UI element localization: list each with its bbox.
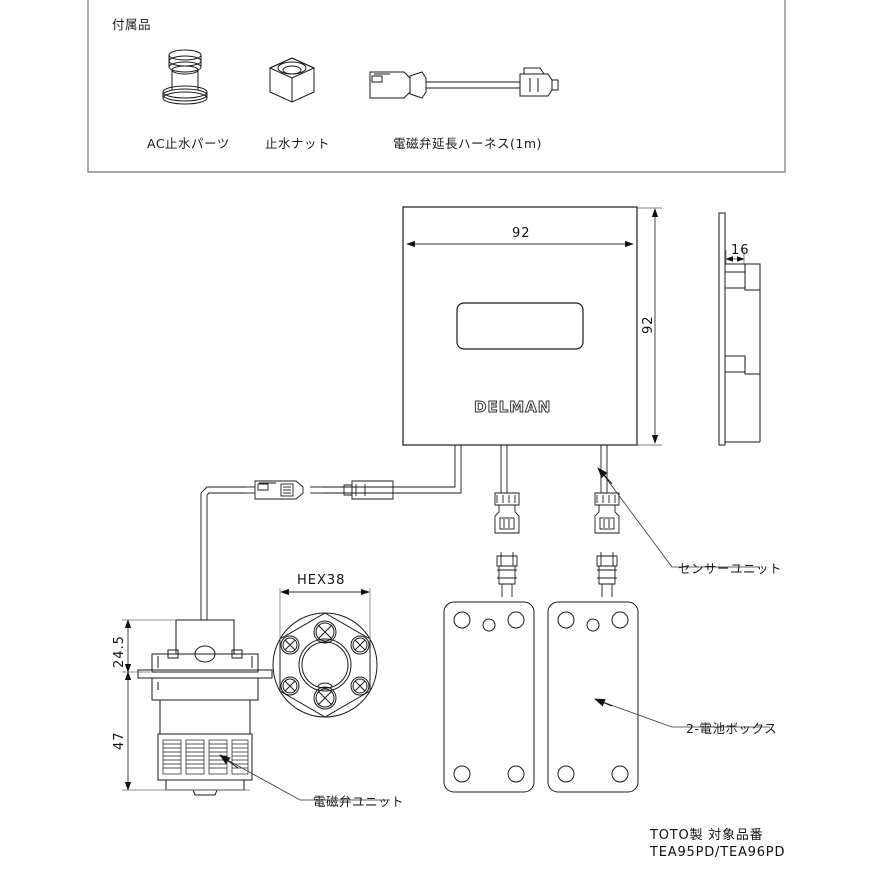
- dimension-depth-16: [725, 250, 745, 264]
- battery-box-callout: 2-電池ボックス: [686, 721, 778, 736]
- accessory-item-label-2: 電磁弁延長ハーネス(1m): [393, 136, 542, 151]
- dimension-label-lower: 47: [112, 731, 127, 750]
- leader-solenoid-unit: [219, 754, 390, 801]
- dimension-height-92: [637, 207, 662, 446]
- dimension-hex38: [279, 588, 371, 640]
- solenoid-unit-callout: 電磁弁ユニット: [313, 794, 405, 809]
- cable-harness-group: [200, 445, 620, 620]
- valve-cap-icon: [162, 49, 208, 105]
- battery-box-1: [443, 601, 535, 793]
- brand-logo: DELMAN: [473, 398, 552, 417]
- battery-box-2: [547, 601, 639, 793]
- title-block-line1: TOTO製 対象品番: [650, 828, 764, 843]
- dimension-label-hex: HEX38: [297, 573, 346, 588]
- dimension-lines-solenoid: [122, 619, 250, 791]
- title-block-line2: TEA95PD/TEA96PD: [650, 845, 786, 860]
- sensor-unit-callout: センサーユニット: [678, 561, 783, 576]
- accessory-box-heading: 付属品: [112, 17, 152, 32]
- harness-cable-icon: [369, 67, 559, 99]
- accessory-item-label-1: 止水ナット: [265, 136, 331, 151]
- dimension-label-height: 92: [641, 315, 656, 334]
- dimension-label-upper: 24.5: [112, 635, 127, 668]
- accessory-item-label-0: AC止水パーツ: [147, 136, 230, 151]
- solenoid-valve-front-view: [137, 619, 273, 796]
- leader-battery-box: [594, 698, 770, 728]
- leader-sensor-unit: [597, 467, 760, 568]
- dimension-label-depth: 16: [731, 243, 750, 258]
- hex-nut-icon: [268, 57, 316, 103]
- faceplate-side-view: [718, 212, 761, 446]
- dimension-label-width: 92: [512, 226, 531, 241]
- solenoid-top-view: [272, 612, 378, 718]
- accessory-box-frame: [87, 0, 786, 173]
- faceplate-front-view: [402, 206, 638, 446]
